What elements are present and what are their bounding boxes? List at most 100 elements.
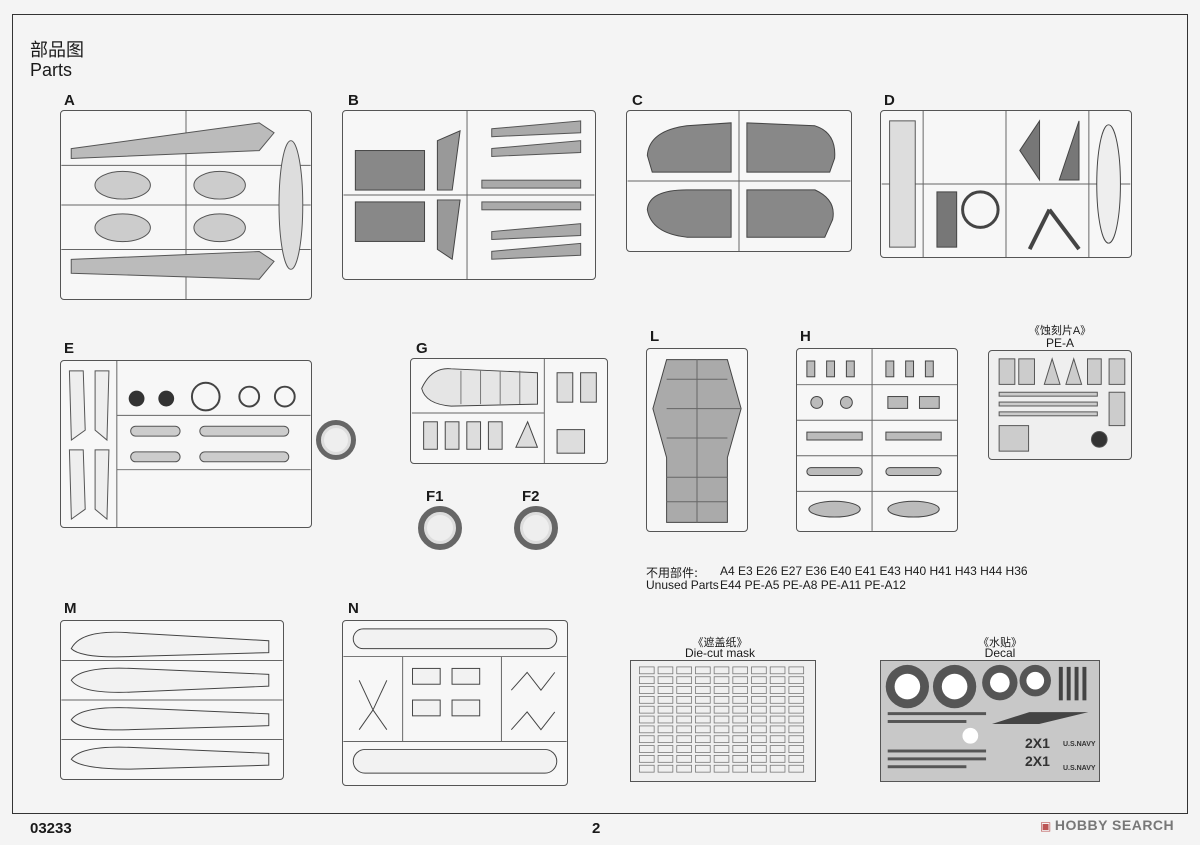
ring-part-f1	[418, 506, 462, 550]
photoetch-label-cn: 《蚀刻片A》	[1028, 325, 1092, 337]
watermark-text: HOBBY SEARCH	[1054, 817, 1175, 833]
sprue-m	[60, 620, 284, 780]
mask-cell	[713, 666, 730, 675]
mask-cell	[751, 666, 767, 675]
mask-cell	[639, 686, 655, 694]
mask-cell	[639, 735, 655, 744]
mask-cell	[695, 705, 711, 714]
mask-cell	[657, 686, 674, 694]
mask-cell	[676, 735, 692, 744]
sprue-d	[880, 110, 1132, 258]
sprue-label-b: B	[348, 92, 359, 109]
sprue-label-g: G	[416, 340, 428, 357]
mask-cell	[695, 676, 711, 685]
mask-cell	[751, 745, 767, 753]
mask-cell	[769, 686, 786, 694]
mask-cell	[788, 735, 805, 744]
mask-cell	[788, 755, 805, 763]
sprue-c	[626, 110, 852, 252]
mask-cell	[769, 696, 786, 704]
unused-parts-label-cn: 不用部件:	[646, 566, 699, 580]
mask-cell	[713, 735, 730, 744]
sprue-l-drawing	[652, 359, 742, 523]
mask-cell	[657, 666, 674, 675]
sprue-c-drawing	[627, 111, 851, 251]
mask-cell	[732, 705, 748, 714]
mask-label-cn: 《遮盖纸》	[692, 637, 748, 649]
mask-cell	[676, 705, 692, 714]
mask-drawing	[639, 666, 805, 773]
product-code: 03233	[30, 820, 72, 837]
mask-cell	[713, 764, 730, 773]
sprue-n-drawing	[343, 628, 567, 774]
mask-cell	[751, 755, 767, 763]
mask-cell	[676, 715, 692, 724]
sprue-l	[646, 348, 748, 532]
mask-cell	[695, 686, 711, 694]
mask-cell	[732, 725, 748, 734]
decal-code-1: 2X1	[1025, 735, 1050, 751]
mask-cell	[695, 696, 711, 704]
mask-cell	[676, 745, 692, 753]
mask-cell	[769, 705, 786, 714]
sprue-label-c: C	[632, 92, 643, 109]
sprue-b	[342, 110, 596, 280]
ring-part-f2	[514, 506, 558, 550]
part-label-f2: F2	[522, 488, 540, 505]
decal-label: Decal	[984, 646, 1016, 660]
mask-cell	[788, 686, 805, 694]
sprue-e-drawing	[68, 361, 311, 527]
mask-cell	[676, 696, 692, 704]
mask-cell	[657, 745, 674, 753]
mask-cell	[695, 725, 711, 734]
mask-cell	[676, 725, 692, 734]
mask-sheet	[630, 660, 816, 782]
mask-cell	[732, 735, 748, 744]
mask-cell	[676, 686, 692, 694]
unused-parts-list-2: E44 PE-A5 PE-A8 PE-A11 PE-A12	[720, 578, 906, 592]
photoetch-sheet	[988, 350, 1132, 460]
mask-cell	[695, 755, 711, 763]
mask-cell	[732, 764, 748, 773]
mask-cell	[713, 696, 730, 704]
mask-cell	[657, 715, 674, 724]
mask-cell	[788, 725, 805, 734]
hobby-search-logo-icon: ▣	[1040, 819, 1052, 833]
mask-label: Die-cut mask	[684, 646, 755, 660]
mask-cell	[657, 725, 674, 734]
mask-cell	[751, 735, 767, 744]
sprue-label-l: L	[650, 328, 660, 345]
decal-label-cn: 《水贴》	[978, 637, 1022, 649]
sprue-label-e: E	[64, 340, 75, 357]
page-border	[12, 14, 1188, 814]
mask-cell	[695, 735, 711, 744]
mask-cell	[751, 705, 767, 714]
decal-drawing	[885, 664, 1089, 769]
sprue-label-h: H	[800, 328, 811, 345]
mask-cell	[788, 745, 805, 753]
sprue-b-drawing	[343, 111, 595, 279]
mask-cell	[639, 715, 655, 724]
page-title: Parts	[30, 60, 73, 80]
mask-cell	[639, 666, 655, 675]
mask-cell	[769, 715, 786, 724]
sprue-g	[410, 358, 608, 464]
mask-cell	[713, 745, 730, 753]
mask-cell	[732, 755, 748, 763]
page-number: 2	[592, 820, 601, 837]
mask-cell	[639, 725, 655, 734]
decal-code-2: 2X1	[1025, 753, 1050, 769]
mask-cell	[769, 745, 786, 753]
mask-cell	[769, 764, 786, 773]
mask-cell	[639, 745, 655, 753]
mask-cell	[639, 755, 655, 763]
decal-navy-2: U.S.NAVY	[1063, 765, 1096, 772]
sprue-a	[60, 110, 312, 300]
mask-cell	[713, 686, 730, 694]
mask-cell	[732, 715, 748, 724]
mask-cell	[769, 676, 786, 685]
mask-cell	[769, 755, 786, 763]
mask-cell	[676, 666, 692, 675]
mask-cell	[676, 755, 692, 763]
mask-cell	[657, 764, 674, 773]
